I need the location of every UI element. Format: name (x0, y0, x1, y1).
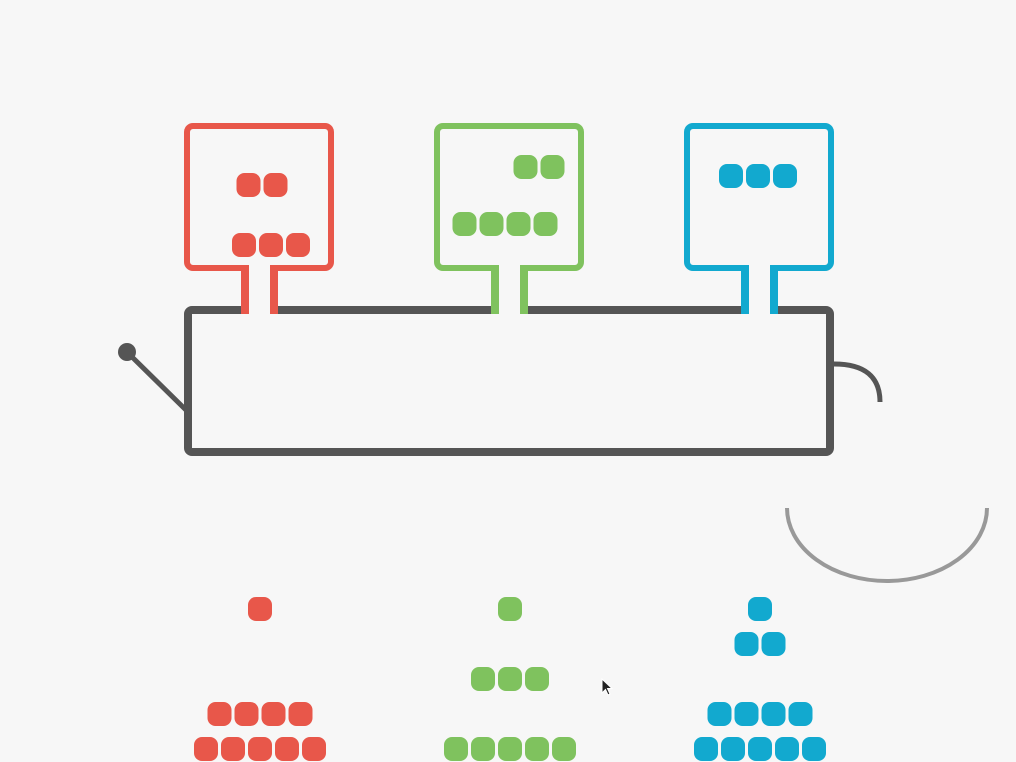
choice-tile (552, 737, 576, 761)
hopper-tile (540, 155, 565, 179)
hopper-opening (249, 264, 270, 272)
choice-tile (748, 597, 772, 621)
choice-tile (734, 632, 759, 656)
choice-tile (802, 737, 826, 761)
hopper-tile (513, 155, 538, 179)
hopper-opening (749, 264, 770, 272)
hopper-neck (491, 268, 528, 314)
hopper-tile (479, 212, 504, 236)
choice-tile (288, 702, 313, 726)
choice-tile (761, 702, 786, 726)
choice-tile (788, 702, 813, 726)
hopper-box (684, 123, 834, 271)
choice-tile (748, 737, 772, 761)
choice-tile (248, 737, 272, 761)
hopper-tile (506, 212, 531, 236)
choice-tile (261, 702, 286, 726)
hopper-tile (746, 164, 770, 188)
choice-tile (498, 597, 522, 621)
machine-inlet (499, 305, 520, 315)
hopper-tile (286, 233, 310, 257)
choice-tile (761, 632, 786, 656)
hopper-tile (259, 233, 283, 257)
hopper-tile (263, 173, 288, 197)
choice-red[interactable] (194, 597, 326, 761)
hopper-red (184, 123, 334, 315)
choice-tile (775, 737, 799, 761)
choice-tile (498, 737, 522, 761)
choice-tile (194, 737, 218, 761)
choice-blue[interactable] (694, 597, 826, 761)
choice-tile (207, 702, 232, 726)
hopper-green (434, 123, 584, 315)
choice-green[interactable] (444, 597, 576, 761)
choice-tile (694, 737, 718, 761)
lever-icon[interactable] (118, 343, 191, 415)
choice-tile (471, 667, 495, 691)
mixing-machine (184, 306, 834, 456)
hopper-blue (684, 123, 834, 315)
choice-tile (221, 737, 245, 761)
hopper-tile (773, 164, 797, 188)
machine-inlet (249, 305, 270, 315)
choice-tile (525, 667, 549, 691)
choice-tile (498, 667, 522, 691)
hopper-neck (241, 268, 278, 314)
machine-inlet (749, 305, 770, 315)
hopper-neck (741, 268, 778, 314)
choice-tile (248, 597, 272, 621)
choice-tile (525, 737, 549, 761)
spout-icon (833, 361, 883, 403)
choice-tile (234, 702, 259, 726)
choice-tile (471, 737, 495, 761)
choice-tile (275, 737, 299, 761)
choice-tile (721, 737, 745, 761)
choice-tile (302, 737, 326, 761)
hopper-box (434, 123, 584, 271)
hopper-tile (452, 212, 477, 236)
bowl-icon (785, 507, 989, 583)
choice-tile (734, 702, 759, 726)
hopper-tile (719, 164, 743, 188)
hopper-tile (533, 212, 558, 236)
hopper-tile (236, 173, 261, 197)
hopper-opening (499, 264, 520, 272)
choice-tile (444, 737, 468, 761)
choice-tile (707, 702, 732, 726)
hopper-tile (232, 233, 256, 257)
